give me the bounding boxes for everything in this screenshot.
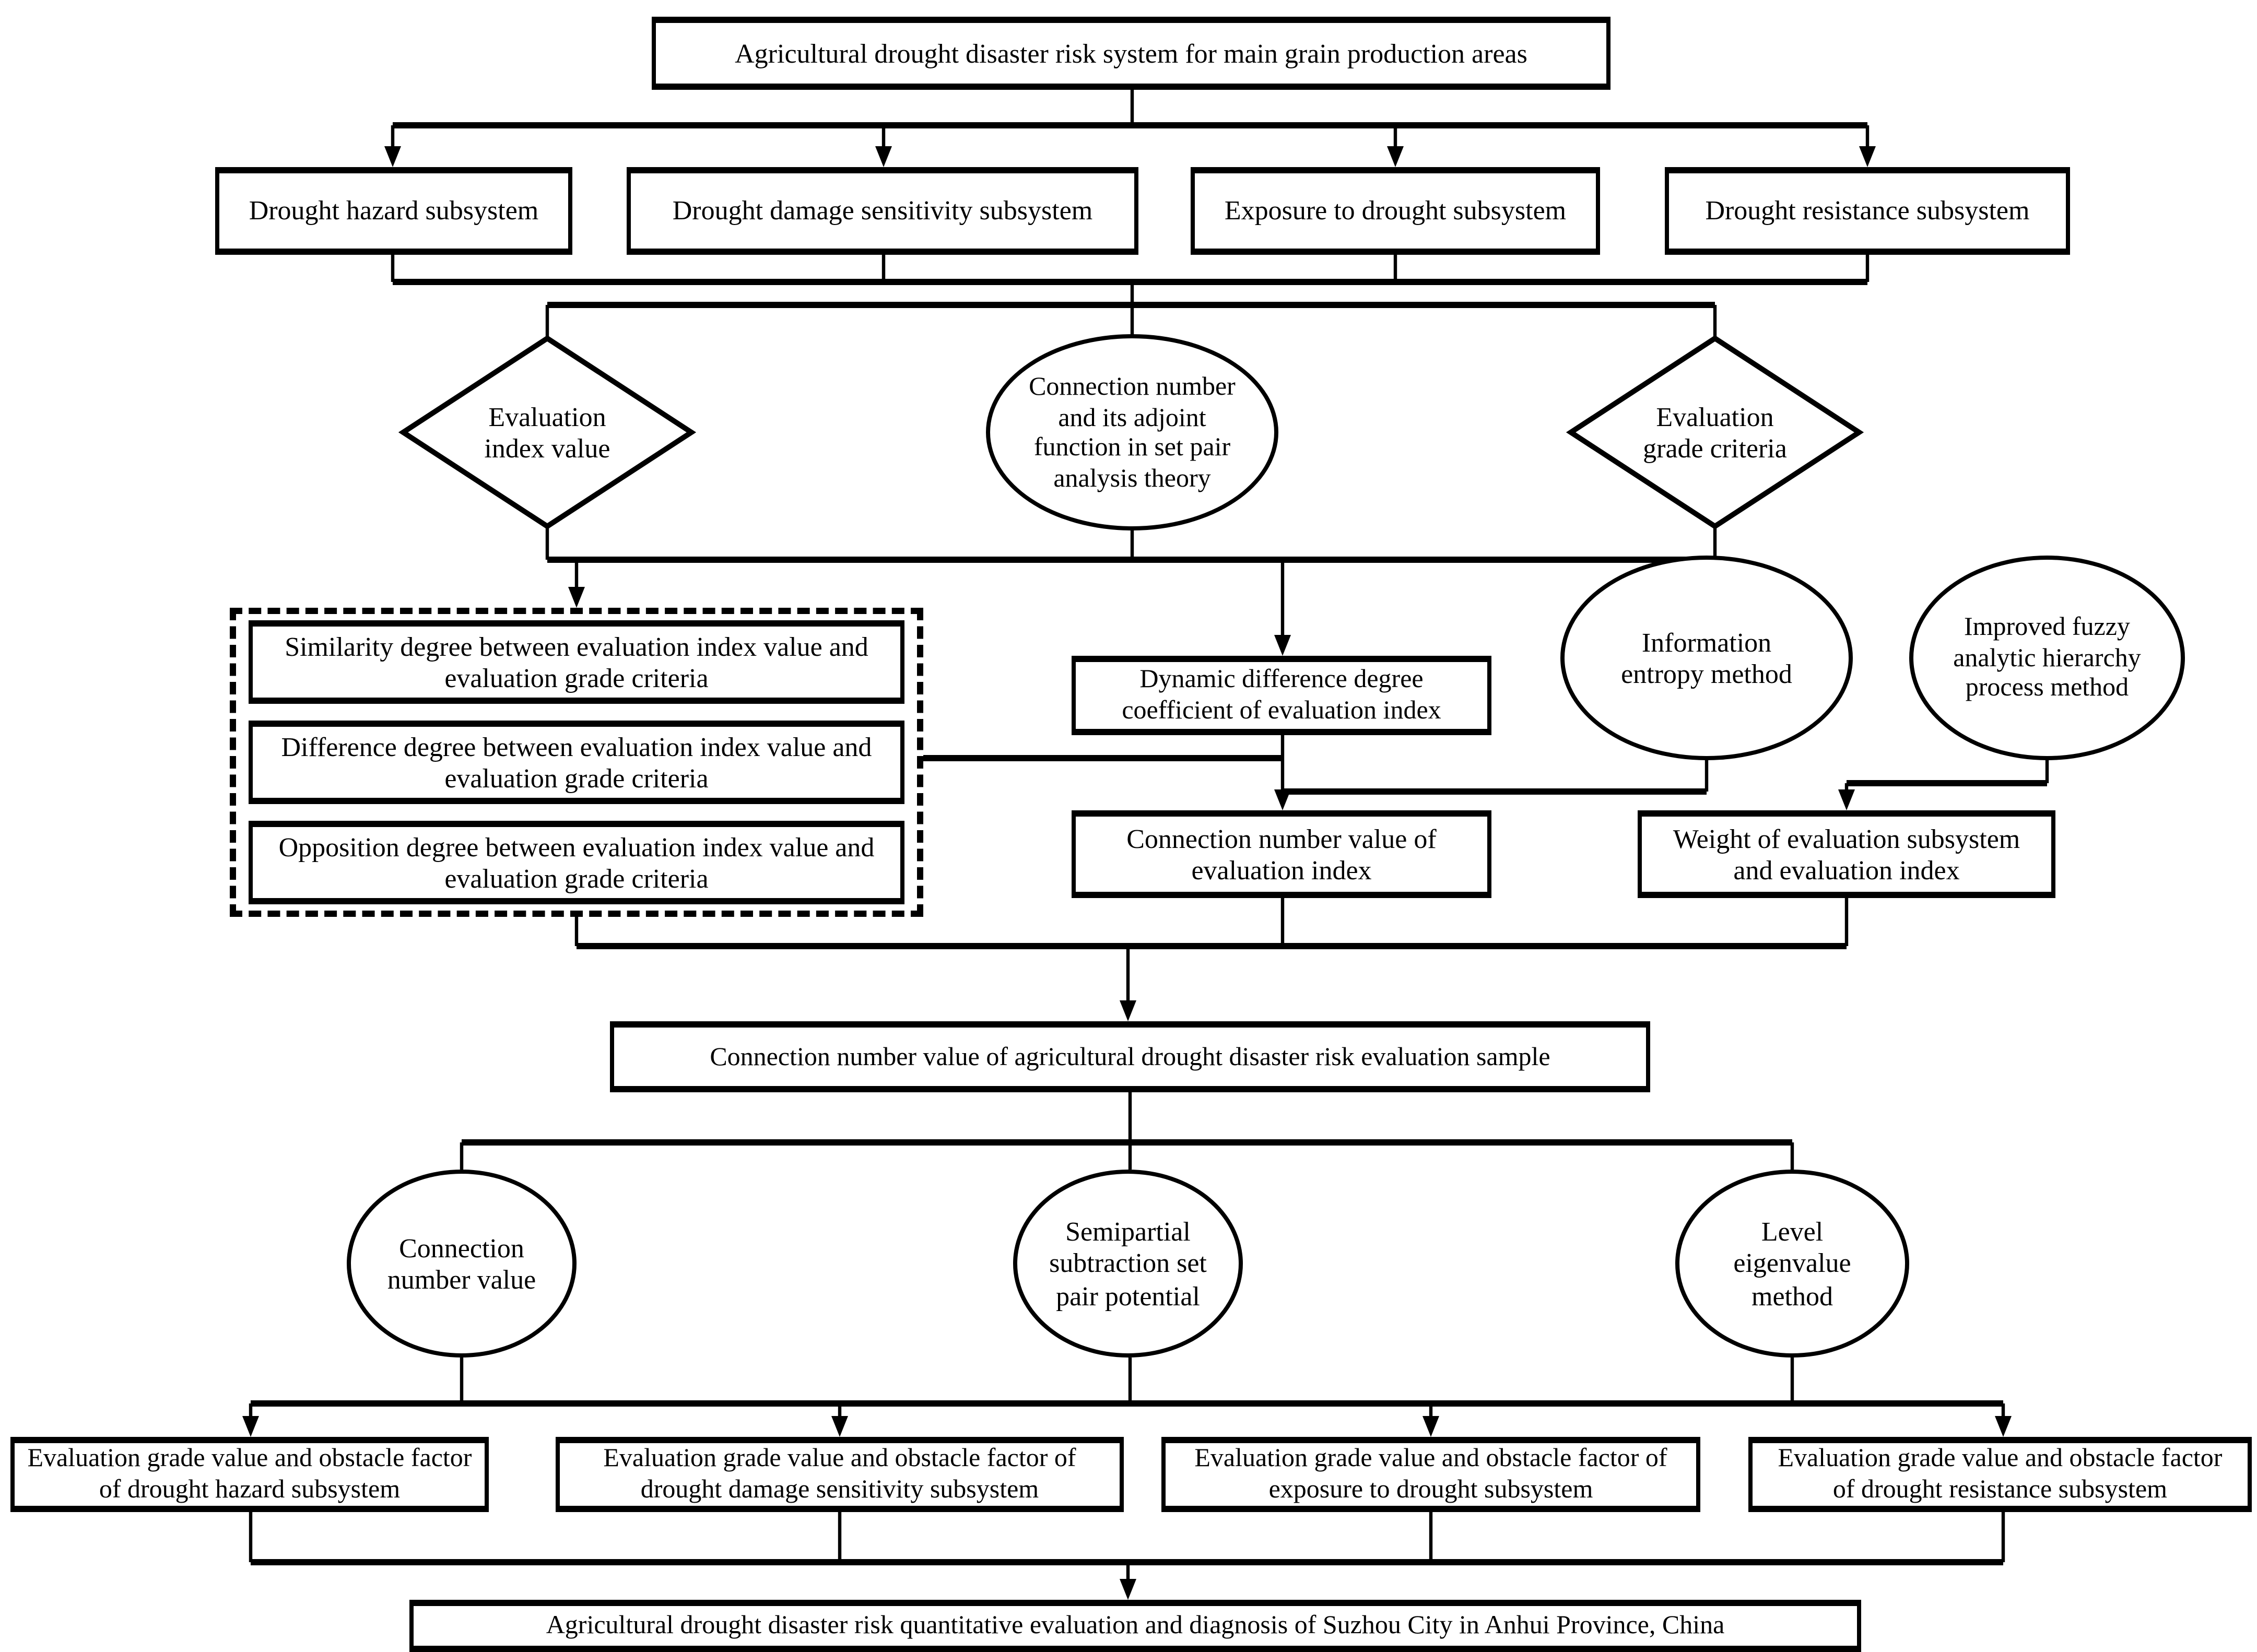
level-eigenvalue-method-ellipse: Level eigenvalue method bbox=[1675, 1170, 1909, 1358]
drought-hazard-subsystem-box: Drought hazard subsystem bbox=[215, 167, 572, 255]
improved-fuzzy-ahp-method-label: Improved fuzzy analytic hierarchy proces… bbox=[1953, 612, 2141, 702]
evaluation-grade-criteria-diamond bbox=[1566, 335, 1864, 529]
connection-number-value-label: Connection number value bbox=[387, 1232, 536, 1295]
sample-connection-number-box: Connection number value of agricultural … bbox=[610, 1021, 1650, 1092]
grade-obstacle-exposure-box: Evaluation grade value and obstacle fact… bbox=[1161, 1437, 1700, 1512]
grade-obstacle-drought-hazard-box: Evaluation grade value and obstacle fact… bbox=[10, 1437, 489, 1512]
grade-obstacle-resistance-box: Evaluation grade value and obstacle fact… bbox=[1748, 1437, 2252, 1512]
weight-of-subsystem-and-index-box: Weight of evaluation subsystem and evalu… bbox=[1638, 810, 2055, 898]
connection-number-adjoint-function-label: Connection number and its adjoint functi… bbox=[1029, 372, 1236, 492]
exposure-to-drought-subsystem-box: Exposure to drought subsystem bbox=[1191, 167, 1600, 255]
level-eigenvalue-method-label: Level eigenvalue method bbox=[1733, 1216, 1851, 1311]
connection-number-value-of-index-box: Connection number value of evaluation in… bbox=[1072, 810, 1491, 898]
difference-degree-box: Difference degree between evaluation ind… bbox=[249, 721, 904, 804]
drought-damage-sensitivity-subsystem-box: Drought damage sensitivity subsystem bbox=[627, 167, 1138, 255]
drought-resistance-subsystem-box: Drought resistance subsystem bbox=[1665, 167, 2070, 255]
information-entropy-method-label: Information entropy method bbox=[1621, 626, 1792, 689]
improved-fuzzy-ahp-method-ellipse: Improved fuzzy analytic hierarchy proces… bbox=[1909, 556, 2185, 760]
dynamic-difference-degree-box: Dynamic difference degree coefficient of… bbox=[1072, 656, 1491, 735]
connector-vertical-lines bbox=[249, 90, 2049, 1579]
similarity-degree-box: Similarity degree between evaluation ind… bbox=[249, 620, 904, 704]
final-result-box: Agricultural drought disaster risk quant… bbox=[409, 1600, 1861, 1652]
semipartial-subtraction-set-pair-potential-label: Semipartial subtraction set pair potenti… bbox=[1049, 1216, 1207, 1311]
evaluation-grade-criteria-label: Evaluation grade criteria bbox=[1643, 400, 1787, 464]
evaluation-index-value-label: Evaluation index value bbox=[484, 400, 610, 464]
semipartial-subtraction-set-pair-potential-ellipse: Semipartial subtraction set pair potenti… bbox=[1013, 1170, 1243, 1358]
information-entropy-method-ellipse: Information entropy method bbox=[1560, 556, 1853, 760]
grade-obstacle-damage-sensitivity-box: Evaluation grade value and obstacle fact… bbox=[556, 1437, 1124, 1512]
degrees-dashed-group bbox=[230, 608, 923, 917]
connection-number-adjoint-function-ellipse: Connection number and its adjoint functi… bbox=[986, 334, 1278, 530]
evaluation-index-value-diamond bbox=[398, 335, 697, 529]
connector-horizontal-bus-lines bbox=[251, 122, 2047, 1565]
connection-number-value-ellipse: Connection number value bbox=[347, 1170, 577, 1358]
opposition-degree-box: Opposition degree between evaluation ind… bbox=[249, 821, 904, 904]
title-box: Agricultural drought disaster risk syste… bbox=[652, 17, 1611, 90]
